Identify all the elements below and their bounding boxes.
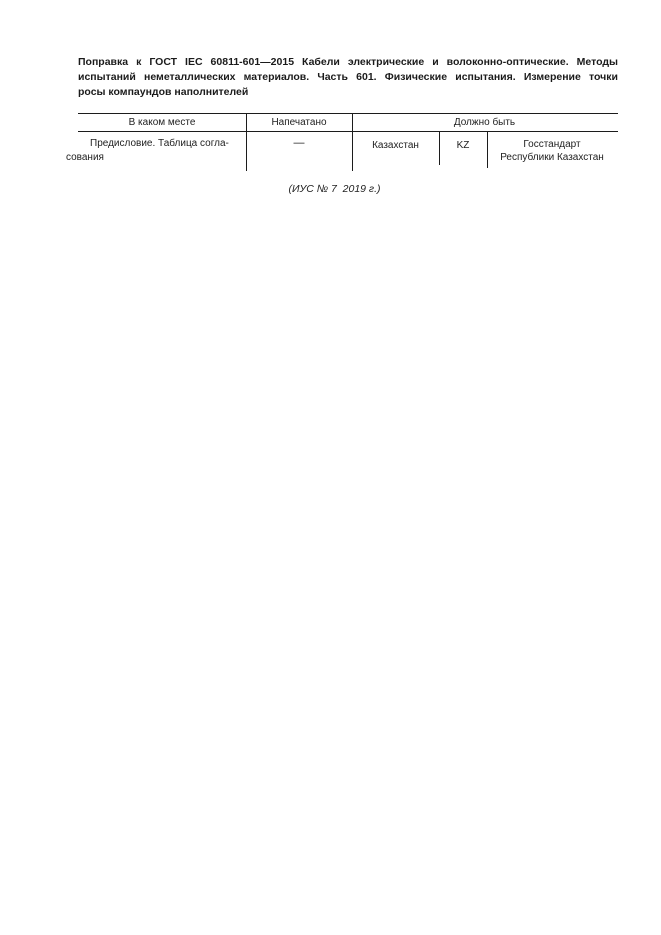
source-note: (ИУС № 7 2019 г.) bbox=[288, 183, 381, 195]
document-title: Поправка к ГОСТ IEC 60811-601—2015 Кабел… bbox=[78, 55, 618, 100]
table-subcol1-separator bbox=[439, 132, 440, 165]
cell-authority: Госстандарт Республики Казахстан bbox=[487, 138, 617, 164]
cell-place: Предисловие. Таблица согла- сования bbox=[66, 137, 250, 165]
cell-authority-line-2: Республики Казахстан bbox=[500, 152, 604, 163]
column-header-place: В каком месте bbox=[128, 117, 196, 128]
cell-printed: — bbox=[293, 137, 305, 149]
title-line-2: испытаний неметаллических материалов. Ча… bbox=[78, 71, 618, 83]
table-subcol2-separator bbox=[487, 132, 488, 168]
column-header-printed: Напечатано bbox=[271, 117, 327, 128]
table-col2-separator bbox=[352, 113, 353, 171]
table-top-border bbox=[78, 113, 618, 114]
column-header-should-be: Должно быть bbox=[453, 117, 516, 128]
table-col1-separator bbox=[246, 113, 247, 171]
title-line-1: Поправка к ГОСТ IEC 60811-601—2015 Кабел… bbox=[78, 56, 618, 68]
cell-country: Казахстан bbox=[372, 140, 419, 151]
table-header-bottom-border bbox=[78, 131, 618, 132]
cell-country-code: KZ bbox=[456, 140, 470, 151]
title-line-3: росы компаундов наполнителей bbox=[78, 86, 249, 98]
cell-authority-line-1: Госстандарт bbox=[523, 139, 581, 150]
cell-place-line-2: сования bbox=[66, 152, 104, 163]
cell-place-line-1: Предисловие. Таблица согла- bbox=[90, 138, 229, 149]
